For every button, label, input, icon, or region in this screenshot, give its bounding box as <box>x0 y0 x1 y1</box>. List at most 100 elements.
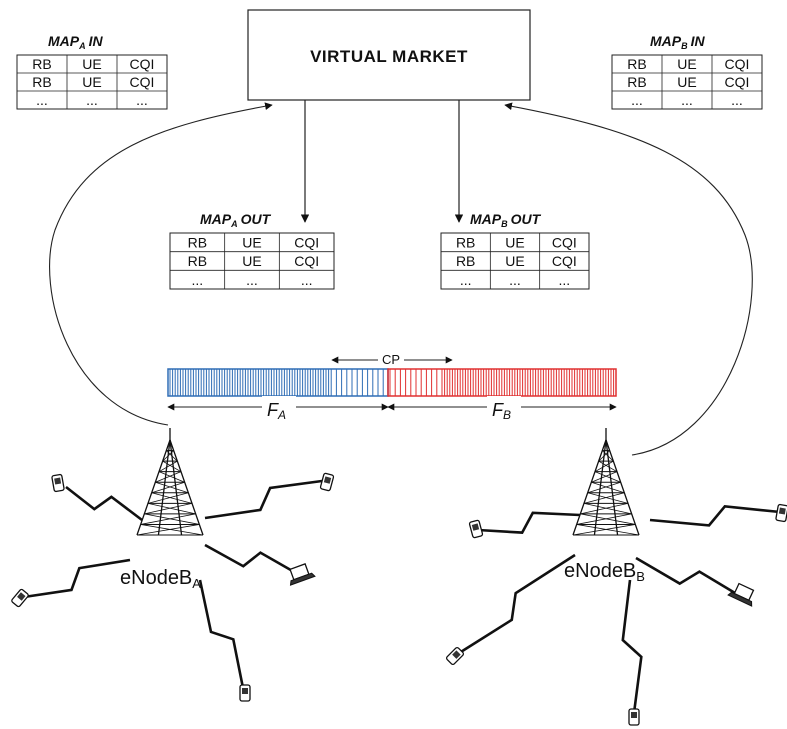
tower-brace <box>591 481 625 494</box>
tower-brace <box>587 492 629 504</box>
wireless-link <box>204 479 323 520</box>
wireless-link <box>65 485 143 522</box>
devices <box>11 472 787 726</box>
tower-brace <box>594 460 614 473</box>
wireless-link <box>455 553 576 657</box>
phone-icon <box>239 684 251 702</box>
wireless-link <box>649 505 781 527</box>
cp-label-bg <box>378 352 404 366</box>
tower-brace <box>162 450 174 462</box>
phone-screen <box>471 523 480 531</box>
table-cell: CQI <box>552 253 577 269</box>
table-cell: UE <box>677 74 696 90</box>
tower-brace <box>144 513 200 525</box>
table-cell: CQI <box>130 74 155 90</box>
tower-brace <box>155 481 189 494</box>
tower-brace <box>576 513 632 525</box>
wireless-link <box>204 543 297 575</box>
table-cell: ... <box>509 272 521 288</box>
phone-screen <box>323 476 332 484</box>
table-border <box>611 54 763 110</box>
virtual-market-title: VIRTUAL MARKET <box>310 47 468 66</box>
tower-brace <box>158 460 178 473</box>
tower-brace <box>580 502 629 515</box>
table-cell: UE <box>242 253 261 269</box>
laptop-base <box>727 591 753 607</box>
table-cell: RB <box>32 56 51 72</box>
virtual-market: VIRTUAL MARKET <box>247 9 531 101</box>
wireless-links <box>23 479 781 714</box>
fa-label: FA <box>267 400 286 422</box>
enodeb-b-label: eNodeBB <box>564 560 645 584</box>
tower-leg <box>136 439 171 536</box>
table-cell: UE <box>505 253 524 269</box>
tower-brace <box>587 481 621 494</box>
table-cell: ... <box>36 92 48 108</box>
phone-icon <box>468 519 484 539</box>
tower-brace <box>162 460 182 473</box>
tower-brace <box>169 439 175 451</box>
fb-label: FB <box>492 400 511 422</box>
phone-screen <box>631 712 637 718</box>
tower-brace <box>605 439 611 451</box>
phone-screen <box>778 507 786 515</box>
table-cell: RB <box>188 235 207 251</box>
tower-brace <box>594 471 621 483</box>
phone-icon <box>11 588 29 608</box>
tower-brace <box>598 460 618 473</box>
tower-brace <box>155 471 182 483</box>
fa-label-bg <box>262 396 296 418</box>
phone-screen <box>17 592 26 601</box>
table-cell: ... <box>731 92 743 108</box>
tower-brace <box>165 439 171 451</box>
tower-brace <box>158 471 185 483</box>
tower-leg <box>169 439 204 536</box>
table-cell: UE <box>505 235 524 251</box>
tower-brace <box>136 524 200 536</box>
tower-leg <box>605 439 640 536</box>
phone-icon <box>775 503 787 523</box>
wireless-link <box>198 579 245 689</box>
table-border <box>440 232 590 290</box>
laptop-base <box>289 572 316 586</box>
cp-label: CP <box>382 352 400 367</box>
table-border <box>16 54 168 110</box>
tower-a-icon <box>136 428 204 536</box>
phone-icon <box>319 472 335 492</box>
tower-brace <box>147 492 189 504</box>
tower-brace <box>601 439 607 451</box>
table-cell: CQI <box>130 56 155 72</box>
tower-brace <box>583 492 625 504</box>
tower-brace <box>591 471 618 483</box>
tower-b-icon <box>572 428 640 536</box>
table-cell: ... <box>558 272 570 288</box>
table-cell: UE <box>82 74 101 90</box>
enodeb-a-label: eNodeBA <box>120 567 201 591</box>
phone-icon <box>628 708 640 726</box>
table-cell: ... <box>246 272 258 288</box>
spectrum-band <box>167 368 617 397</box>
phone-screen <box>242 688 248 694</box>
wireless-link <box>477 511 581 534</box>
table-cell: RB <box>627 74 646 90</box>
table-cell: ... <box>681 92 693 108</box>
wireless-link <box>23 558 131 599</box>
table-cell: UE <box>82 56 101 72</box>
tower-brace <box>583 502 632 515</box>
tower-brace <box>166 450 178 462</box>
table-cell: RB <box>32 74 51 90</box>
tower-brace <box>140 524 204 536</box>
tower-brace <box>602 450 614 462</box>
tower-brace <box>576 524 640 536</box>
arrow-enodeb-a-to-market <box>49 102 273 426</box>
